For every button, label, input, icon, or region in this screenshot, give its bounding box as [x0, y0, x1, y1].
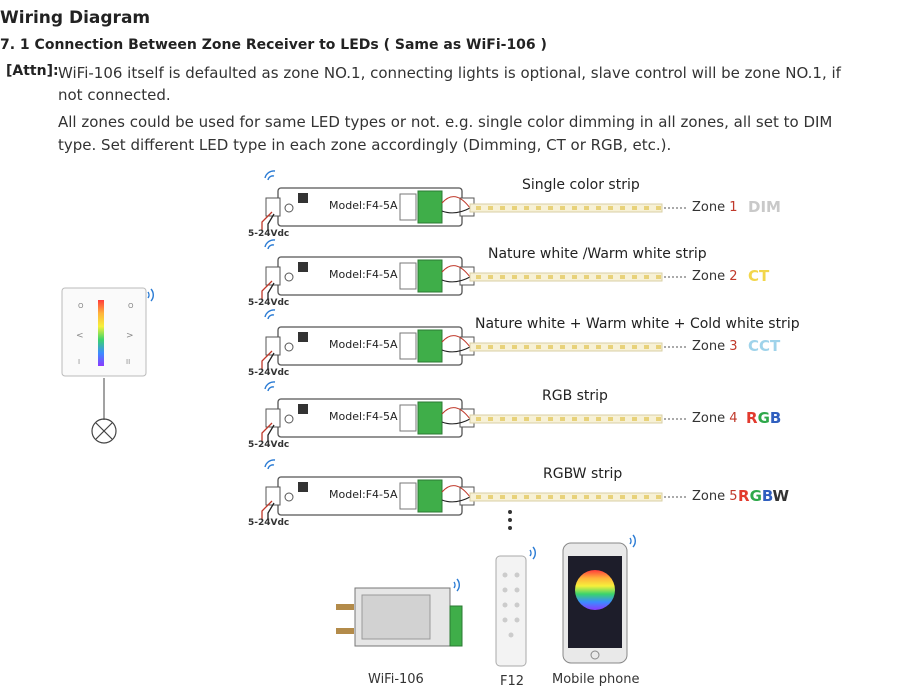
wifi-106-device-icon [336, 578, 463, 647]
continuation-dot [508, 510, 512, 514]
zone-number: 4 [729, 411, 738, 426]
svg-text:II: II [126, 358, 130, 366]
attention-text-line2: not connected. [58, 86, 171, 104]
zone-receiver-2 [261, 239, 686, 299]
continuation-dot [508, 526, 512, 530]
attention-label: [Attn]: [6, 63, 59, 79]
zone-receiver-4 [261, 381, 686, 441]
led-type-badge: CCT [748, 337, 781, 355]
zone-number: 2 [729, 269, 738, 284]
page-title: Wiring Diagram [0, 8, 151, 28]
strip-type-label: Single color strip [522, 177, 640, 193]
zone-receiver-3 [261, 309, 686, 369]
f12-remote-icon [495, 546, 536, 667]
f12-caption: F12 [500, 674, 525, 689]
power-supply-label: 5-24Vdc [248, 440, 290, 450]
receiver-model-label: Model:F4-5A [329, 488, 398, 501]
power-supply-label: 5-24Vdc [248, 518, 290, 528]
receiver-model-label: Model:F4-5A [329, 199, 398, 212]
zone-label: Zone 5 [692, 489, 738, 504]
paragraph-line1: All zones could be used for same LED typ… [58, 113, 833, 131]
svg-text:O: O [78, 302, 84, 310]
zone-number: 3 [729, 339, 738, 354]
svg-text:<: < [76, 331, 84, 341]
wifi-106-caption: WiFi-106 [368, 672, 424, 687]
wireless-signal-icon [264, 381, 276, 392]
attention-text-line1: WiFi-106 itself is defaulted as zone NO.… [58, 64, 841, 82]
mobile-phone-icon [562, 534, 636, 664]
strip-type-label: RGBW strip [543, 466, 623, 482]
zone-receiver-1 [261, 170, 686, 230]
zone-receiver-5 [261, 459, 686, 519]
svg-text:O: O [128, 302, 134, 310]
lamp-icon [91, 418, 117, 444]
strip-type-label: RGB strip [542, 388, 608, 404]
wireless-signal-icon [264, 459, 276, 470]
svg-text:>: > [126, 331, 134, 341]
led-type-badge: DIM [748, 198, 781, 216]
zone-number: 5 [729, 489, 738, 504]
zone-number: 1 [729, 200, 738, 215]
wall-panel-icon: O O < > I II [61, 287, 147, 377]
strip-type-label: Nature white + Warm white + Cold white s… [475, 316, 800, 332]
zone-label: Zone 4 [692, 411, 738, 426]
strip-type-label: Nature white /Warm white strip [488, 246, 707, 262]
wireless-signal-icon [264, 309, 276, 320]
mobile-phone-caption: Mobile phone [552, 672, 640, 687]
led-type-badge: RGBW [738, 487, 790, 505]
continuation-dot [508, 518, 512, 522]
receiver-model-label: Model:F4-5A [329, 338, 398, 351]
svg-text:I: I [78, 358, 80, 366]
zone-label: Zone 1 [692, 200, 738, 215]
power-supply-label: 5-24Vdc [248, 368, 290, 378]
section-heading: 7. 1 Connection Between Zone Receiver to… [0, 37, 547, 53]
receiver-model-label: Model:F4-5A [329, 410, 398, 423]
power-supply-label: 5-24Vdc [248, 298, 290, 308]
zone-label: Zone 3 [692, 339, 738, 354]
wireless-signal-icon [264, 239, 276, 250]
wall-panel-signal-icon [147, 288, 154, 302]
paragraph-line2: type. Set different LED type in each zon… [58, 136, 672, 154]
power-supply-label: 5-24Vdc [248, 229, 290, 239]
wireless-signal-icon [264, 170, 276, 181]
led-type-badge: CT [748, 267, 770, 285]
led-type-badge: RGB [746, 409, 782, 427]
zone-label: Zone 2 [692, 269, 738, 284]
receiver-model-label: Model:F4-5A [329, 268, 398, 281]
